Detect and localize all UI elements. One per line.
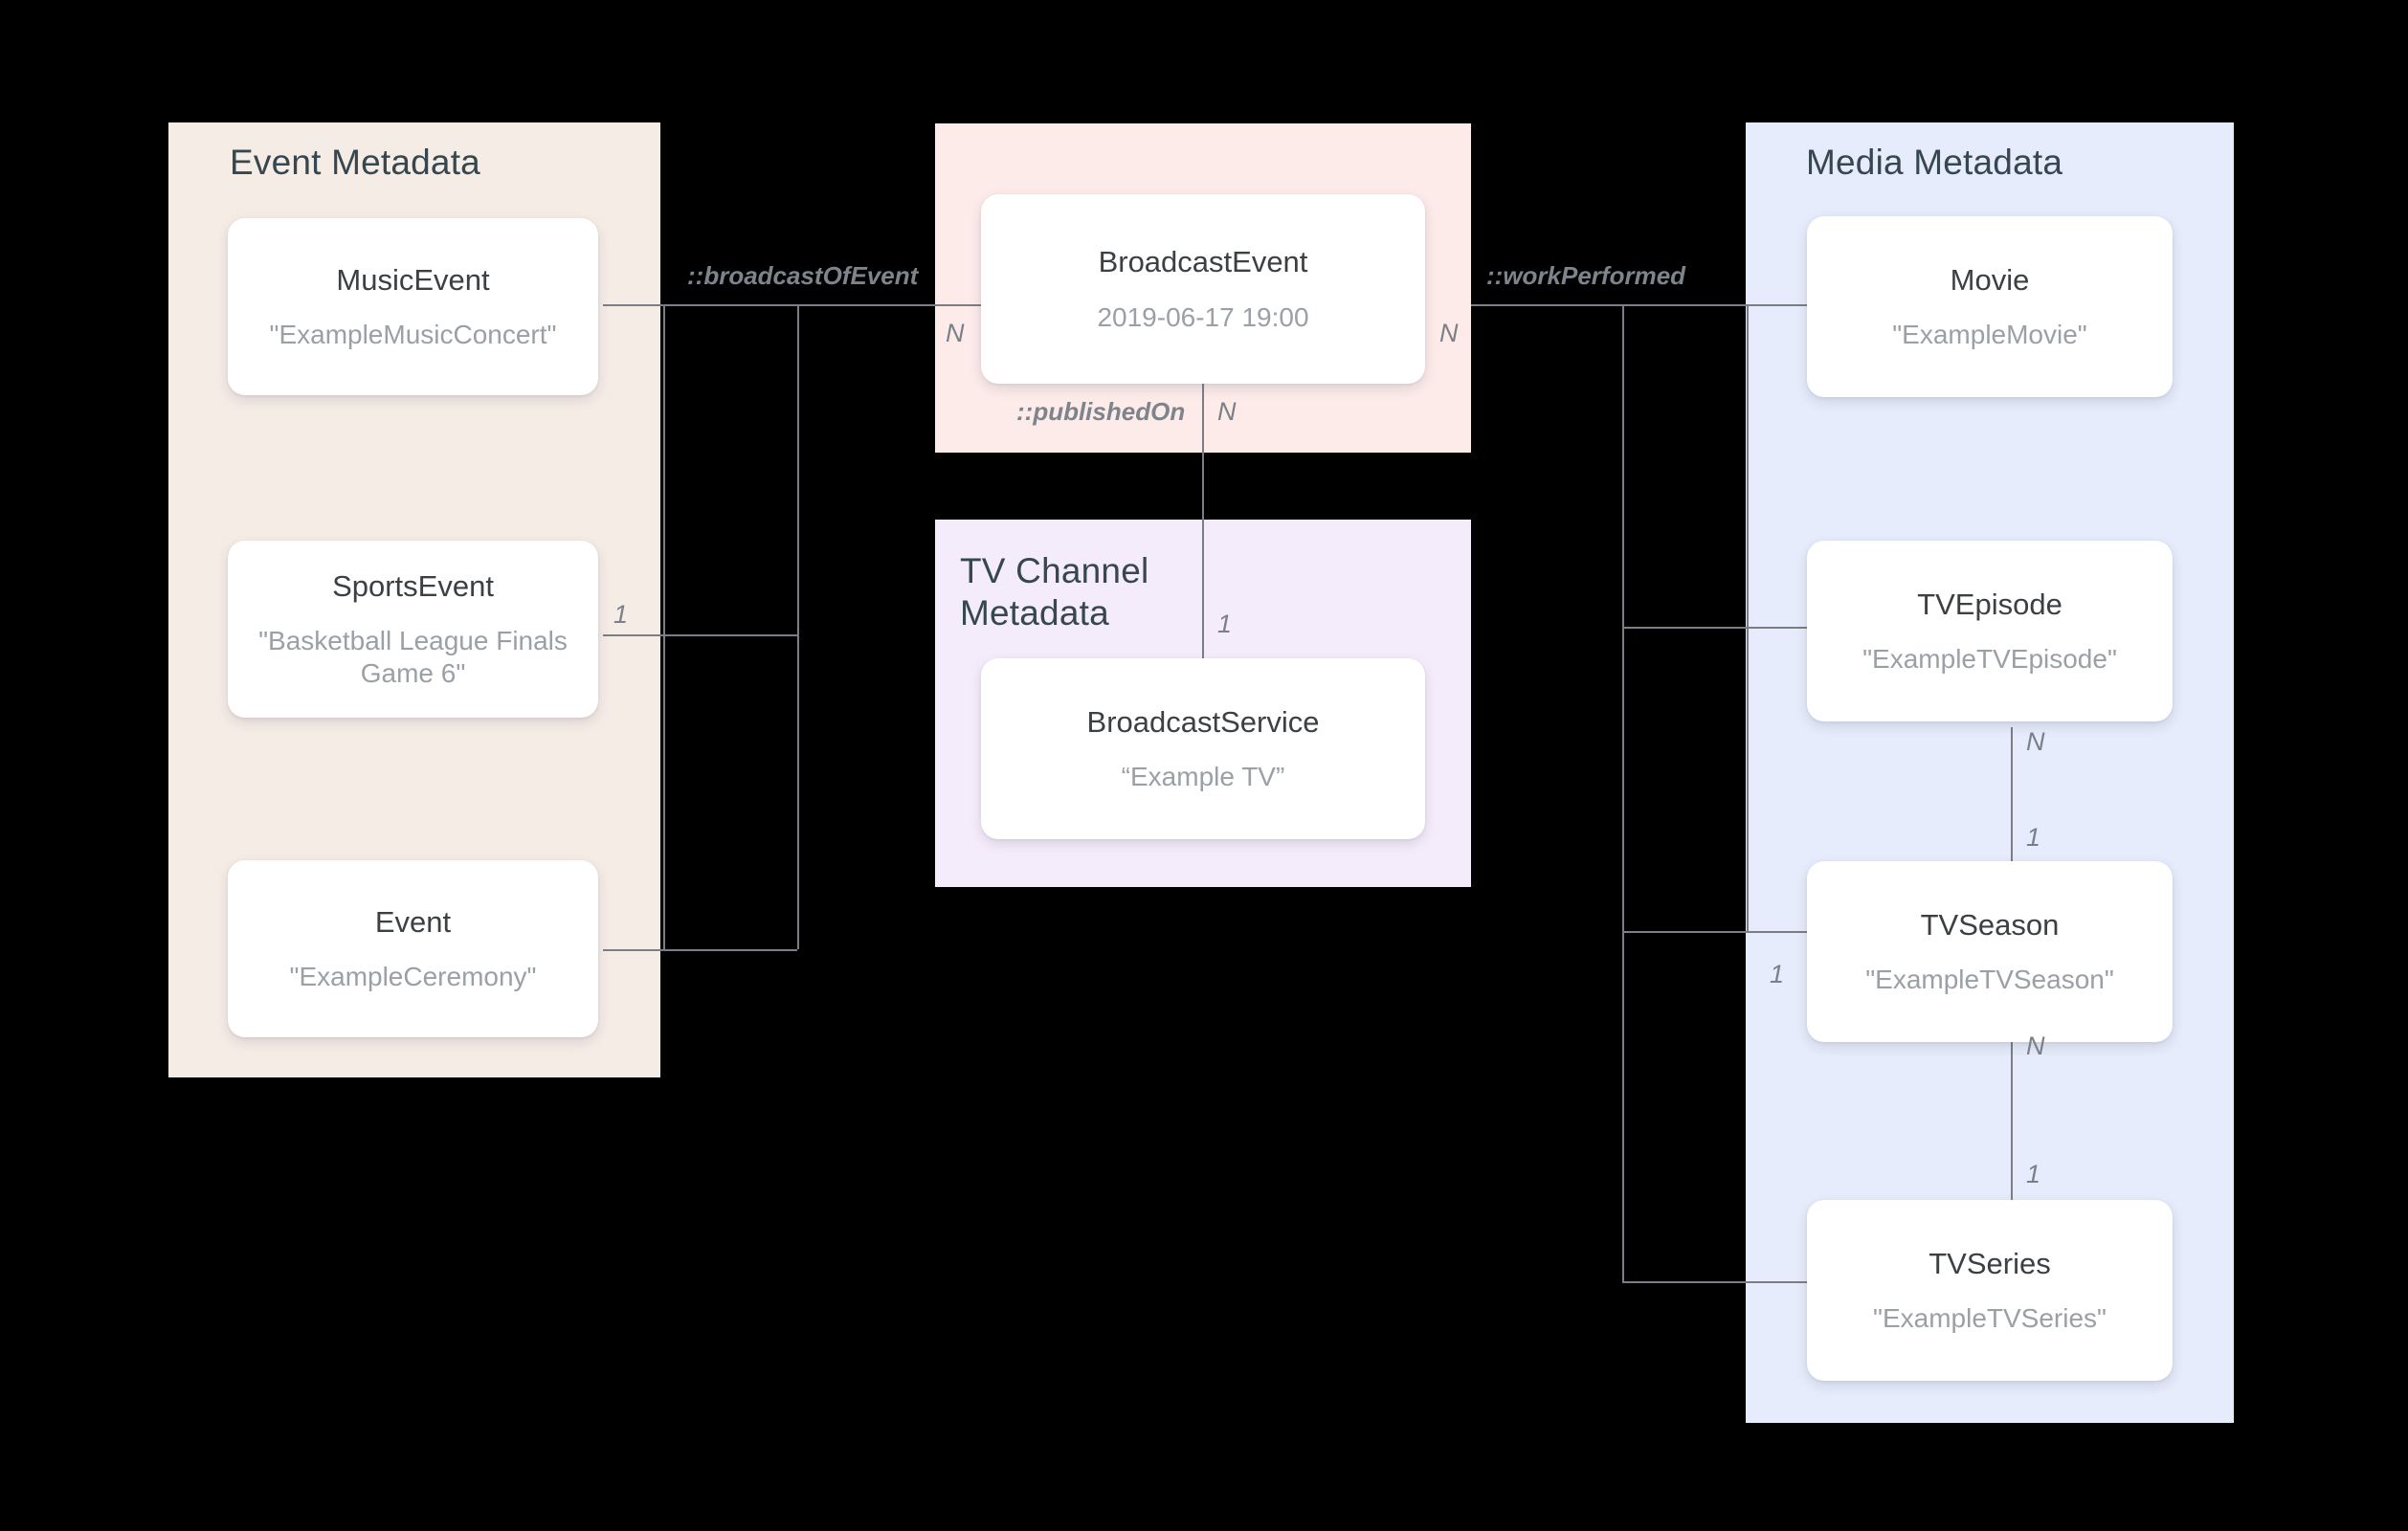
node-movie-value: "ExampleMovie" (1892, 320, 2087, 350)
node-music-event[interactable]: MusicEvent "ExampleMusicConcert" (228, 218, 598, 395)
cardinality-series-1: 1 (2026, 1160, 2041, 1188)
edge-episode-season-vertical (2011, 727, 2013, 899)
cardinality-episode-n: N (2026, 727, 2045, 756)
node-movie[interactable]: Movie "ExampleMovie" (1807, 216, 2173, 397)
cardinality-season-n: N (2026, 1032, 2045, 1060)
node-tv-series-value: "ExampleTVSeries" (1873, 1303, 2107, 1334)
edge-workperformed-trunk (1471, 304, 1807, 306)
cardinality-season-left-1: 1 (1770, 960, 1785, 988)
cardinality-sports-left-1: 1 (613, 600, 629, 629)
group-title-media-metadata: Media Metadata (1806, 143, 2063, 182)
node-music-event-type: MusicEvent (336, 262, 490, 297)
node-event[interactable]: Event "ExampleCeremony" (228, 860, 598, 1037)
node-sports-event-value: "Basketball League Finals Game 6" (258, 625, 568, 689)
edge-tvepisode-horizontal (1622, 627, 1807, 629)
edge-event-horizontal (603, 949, 797, 951)
edge-sportsevent-horizontal (603, 634, 797, 636)
cardinality-broadcast-right-n: N (1439, 319, 1459, 347)
node-broadcast-event-type: BroadcastEvent (1098, 245, 1308, 279)
node-tv-series[interactable]: TVSeries "ExampleTVSeries" (1807, 1200, 2173, 1381)
cardinality-published-n: N (1217, 397, 1237, 426)
node-music-event-value: "ExampleMusicConcert" (269, 320, 557, 350)
node-broadcast-service-value: “Example TV” (1121, 762, 1285, 792)
node-tv-season-type: TVSeason (1920, 907, 2060, 942)
node-broadcast-event[interactable]: BroadcastEvent 2019-06-17 19:00 (981, 194, 1425, 384)
edge-season-series-vertical (2011, 1032, 2013, 1204)
relation-label-broadcast-of-event: ::broadcastOfEvent (687, 261, 919, 290)
edge-publishedon-vertical (1202, 383, 1204, 658)
node-tv-episode-type: TVEpisode (1917, 587, 2062, 621)
node-sports-event[interactable]: SportsEvent "Basketball League Finals Ga… (228, 541, 598, 718)
cardinality-season-1-top: 1 (2026, 823, 2041, 852)
edge-broadcastofevent-trunk (663, 304, 984, 306)
group-title-event-metadata: Event Metadata (230, 143, 480, 182)
node-broadcast-event-value: 2019-06-17 19:00 (1097, 301, 1309, 332)
node-tv-episode-value: "ExampleTVEpisode" (1862, 644, 2117, 675)
node-event-value: "ExampleCeremony" (289, 962, 537, 992)
node-sports-event-type: SportsEvent (332, 568, 494, 603)
node-tv-episode[interactable]: TVEpisode "ExampleTVEpisode" (1807, 541, 2173, 721)
node-event-type: Event (374, 904, 452, 939)
edge-bus-a-vertical (797, 304, 799, 949)
cardinality-broadcast-left-n: N (946, 319, 965, 347)
relation-label-published-on: ::publishedOn (1016, 397, 1186, 426)
edge-bus-c-vertical (1622, 304, 1624, 1281)
node-tv-series-type: TVSeries (1929, 1246, 2051, 1280)
node-movie-type: Movie (1950, 262, 2030, 297)
cardinality-service-1: 1 (1217, 610, 1233, 638)
group-title-tv-channel-metadata: TV Channel Metadata (960, 551, 1149, 632)
edge-bus-d-vertical (1747, 304, 1749, 931)
node-tv-season[interactable]: TVSeason "ExampleTVSeason" (1807, 861, 2173, 1042)
edge-tvseason-horizontal (1622, 931, 1807, 933)
edge-bus-b-vertical (663, 304, 665, 949)
node-broadcast-service[interactable]: BroadcastService “Example TV” (981, 658, 1425, 839)
relation-label-work-performed: ::workPerformed (1486, 261, 1686, 290)
node-broadcast-service-type: BroadcastService (1086, 704, 1320, 739)
node-tv-season-value: "ExampleTVSeason" (1865, 965, 2114, 995)
edge-tvseries-horizontal (1622, 1281, 1807, 1283)
